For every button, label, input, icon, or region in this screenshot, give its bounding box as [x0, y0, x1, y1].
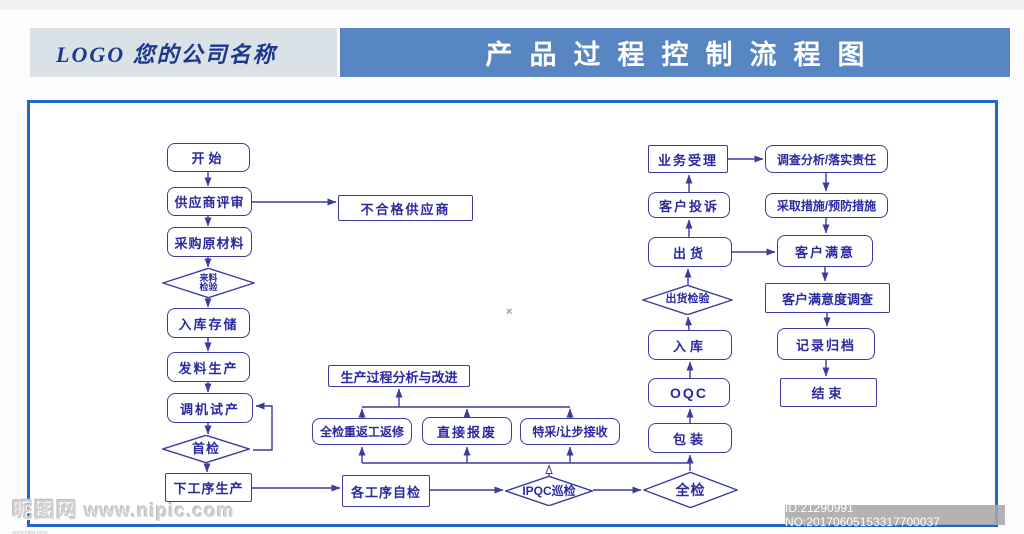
node-incoming-inspection: 来料 检验 [162, 268, 255, 298]
node-customer-complaint: 客户投诉 [648, 192, 730, 218]
nipic-url-text: www.nipic.com [84, 501, 235, 522]
incoming-inspection-line1: 来料 [199, 272, 218, 283]
shipping-inspection-label: 出货检验 [665, 293, 710, 306]
node-service-acceptance: 业务受理 [648, 145, 728, 173]
page-title: 产品过程控制流程图 [485, 40, 882, 70]
node-supplier-review: 供应商评审 [167, 187, 252, 216]
node-unqualified-supplier: 不合格供应商 [338, 195, 473, 221]
image-id-bar: ID:21290991 NO:20170605153317700037 [785, 501, 1005, 529]
node-trial-production: 调机试产 [167, 393, 253, 423]
node-customer-satisfaction: 客户满意 [777, 235, 873, 267]
node-end: 结束 [780, 378, 877, 407]
node-first-inspection: 首检 [162, 435, 250, 463]
full-inspection-label: 全检 [675, 481, 706, 498]
node-start: 开始 [167, 143, 250, 172]
first-inspection-label: 首检 [191, 441, 220, 457]
diamond-shape [505, 476, 593, 506]
diamond-shape [162, 268, 255, 298]
nipic-logo-text: 昵图网 [12, 499, 78, 522]
company-logo-text: LOGO 您的公司名称 [56, 41, 277, 67]
node-purchase-raw-material: 采购原材料 [167, 227, 252, 257]
nipic-watermark: 昵图网 www.nipic.com [12, 494, 235, 524]
node-process-analysis: 生产过程分析与改进 [328, 365, 470, 387]
stray-cross-mark: × [506, 306, 513, 318]
node-records-filing: 记录归档 [777, 328, 875, 360]
node-rework: 全检重返工返修 [312, 418, 412, 445]
incoming-inspection-line2: 检验 [199, 282, 218, 292]
diamond-shape [643, 472, 738, 508]
node-full-inspection: 全检 [643, 472, 738, 508]
top-margin-strip [0, 0, 1024, 10]
node-packing: 包装 [648, 423, 732, 453]
node-shipping-inspection: 出货检验 [642, 285, 733, 315]
header-title-band: 产品过程控制流程图 [340, 28, 1010, 77]
node-concession: 特采/让步接收 [520, 418, 620, 445]
ipqc-label: IPQC巡检 [522, 483, 576, 498]
node-oqc: OQC [648, 378, 730, 407]
node-ipqc-patrol: IPQC巡检 [505, 476, 593, 506]
node-scrap: 直接报废 [422, 417, 512, 445]
diamond-shape [162, 435, 250, 463]
node-next-process: 下工序生产 [165, 473, 252, 502]
node-warehouse-storage: 入库存储 [167, 308, 250, 338]
node-investigation: 调查分析/落实责任 [765, 145, 888, 173]
node-corrective-measures: 采取措施/预防措施 [765, 193, 888, 218]
node-material-issue: 发料生产 [167, 352, 250, 382]
diamond-shape [642, 285, 733, 315]
node-satisfaction-survey: 客户满意度调查 [765, 283, 890, 313]
header-logo-block: LOGO 您的公司名称 [30, 28, 337, 77]
node-self-inspection: 各工序自检 [342, 475, 430, 507]
node-inbound: 入库 [648, 330, 732, 360]
nipic-watermark-clipped: 昵图网 [12, 528, 48, 534]
node-shipping: 出货 [648, 237, 732, 267]
